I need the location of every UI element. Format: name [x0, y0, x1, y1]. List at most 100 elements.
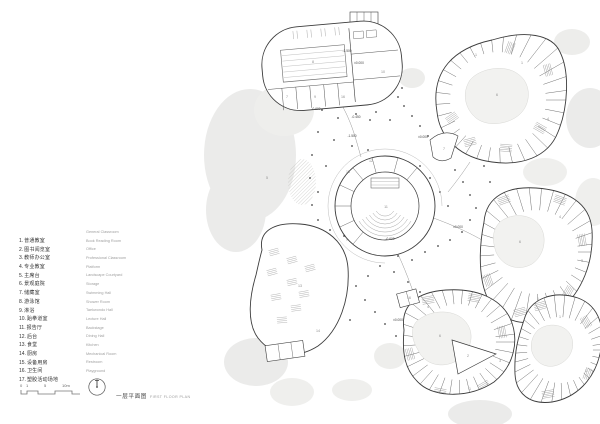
desk-stripes [553, 194, 567, 206]
legend-number: 10. [19, 316, 26, 323]
room-number-label: 6 [439, 334, 441, 338]
legend-label-zh: 报告厅 [26, 324, 43, 331]
room-number-label: 16 [341, 95, 345, 99]
legend-item: 9.淋浴 Shower Room [19, 299, 110, 314]
reading-room-triangle [451, 339, 497, 375]
room-number-label: 7 [286, 95, 288, 99]
title-chinese: 一层平面图 [116, 394, 147, 400]
legend-label-en: Lecture Hall [86, 316, 107, 321]
legend-item: 1.普通教室 General Classroom [19, 229, 119, 244]
legend-label-zh: 塑胶活动场地 [26, 377, 59, 383]
legend-item: 13.食堂 Dining Hall [19, 333, 104, 348]
legend-label-en: Book Reading Room [86, 238, 122, 243]
room-number-label: 11 [384, 205, 388, 209]
room-number-label: 1 [475, 53, 477, 57]
elevation-label: -0.600 [385, 237, 394, 241]
legend-label-zh: 普通教室 [24, 238, 45, 244]
scale-label-10m: 10m [62, 383, 70, 388]
north-arrow-icon [88, 378, 106, 396]
room-number-label: 4 [547, 117, 549, 121]
room-number-label: 13 [298, 284, 302, 288]
legend-label-en: Restroom [86, 360, 103, 365]
elevation-label: -1.500 [342, 49, 351, 53]
service-band [267, 81, 354, 111]
lecture-hall [327, 148, 443, 264]
annex-rooms [351, 29, 401, 81]
room-number-label: 14 [316, 329, 320, 333]
scale-bar: 0 1 5 10m [20, 383, 90, 397]
courtyard [493, 215, 545, 268]
classroom-wing [480, 187, 593, 323]
elevation-label: -0.600 [311, 107, 320, 111]
room-number-label: 1 [559, 315, 561, 319]
elevation-label: -1.500 [347, 134, 356, 138]
legend-label-en: Taekwondo Hall [86, 308, 113, 313]
room-number-label: 12 [369, 159, 373, 163]
desk-stripes [533, 121, 547, 135]
desk-stripes [577, 233, 587, 247]
legend-number: 2. [19, 246, 24, 253]
legend-number: 1. [19, 238, 24, 244]
scale-label-1: 1 [26, 383, 29, 388]
desk-stripes [579, 315, 593, 329]
desk-stripes [404, 347, 416, 361]
desk-stripes [497, 194, 511, 206]
elevation-label: ±0.000 [354, 61, 364, 65]
classroom-wings [402, 34, 600, 403]
legend-number: 13. [19, 342, 26, 349]
room-number-label: 6 [519, 240, 521, 244]
fan-room [429, 132, 459, 162]
plan-annotations: -1.500 ±0.000 -0.600 -0.450 -1.500 ±0.000 -0.6… [266, 49, 587, 391]
legend-label-zh: 图书阅览室 [24, 246, 51, 253]
small-room-block [396, 288, 420, 308]
legend-item: 2.图书阅览室 Book Reading Room [19, 238, 121, 253]
legend-label-zh: 后台 [26, 333, 38, 340]
legend-number: 11. [19, 324, 26, 331]
legend-label-en: Kitchen [86, 342, 99, 347]
legend-label-zh: 游泳馆 [24, 298, 40, 305]
legend-label-en: General Classroom [86, 230, 119, 234]
legend-label-zh: 卫生间 [26, 368, 43, 375]
skylight-stripes [292, 27, 340, 40]
legend-number: 3. [19, 255, 24, 262]
legend-number: 9. [19, 307, 24, 314]
legend-label-zh: 淋浴 [24, 307, 35, 314]
legend-number: 6. [19, 281, 24, 288]
room-number-label: 5 [266, 176, 268, 180]
desk-stripes [467, 293, 481, 303]
desk-stripes [542, 63, 554, 77]
legend-label-en: Platform [86, 264, 101, 269]
swimming-pool [280, 44, 348, 83]
scale-label-0: 0 [20, 383, 23, 388]
stage [370, 177, 400, 189]
legend-label-zh: 厨房 [26, 350, 38, 357]
title-english: FIRST FLOOR PLAN [149, 395, 191, 399]
legend-label-zh: 主席台 [24, 272, 40, 279]
landscape-blobs [204, 29, 600, 424]
elevation-label: ±0.000 [418, 135, 428, 139]
classroom-wing [435, 34, 567, 163]
legend-item: 12.后台 Backstage [19, 325, 104, 340]
legend-label-zh: 食堂 [26, 342, 38, 349]
legend-label-en: Dining Hall [86, 334, 105, 339]
legend-item: 11.报告厅 Lecture Hall [19, 316, 106, 331]
desk-stripes [499, 143, 513, 153]
legend-number: 12. [19, 333, 26, 340]
kitchen-block [264, 340, 306, 362]
legend-label-en: Shower Room [86, 299, 111, 304]
legend-label-en: Landscape Courtyard [86, 273, 123, 278]
scale-bar-glyph [20, 390, 80, 395]
legend-label-en: Backstage [86, 325, 104, 330]
desk-stripes [513, 306, 527, 318]
elevation-label: -0.450 [351, 115, 360, 119]
desk-stripes [421, 295, 435, 305]
legend-label-zh: 教师办公室 [24, 255, 51, 262]
